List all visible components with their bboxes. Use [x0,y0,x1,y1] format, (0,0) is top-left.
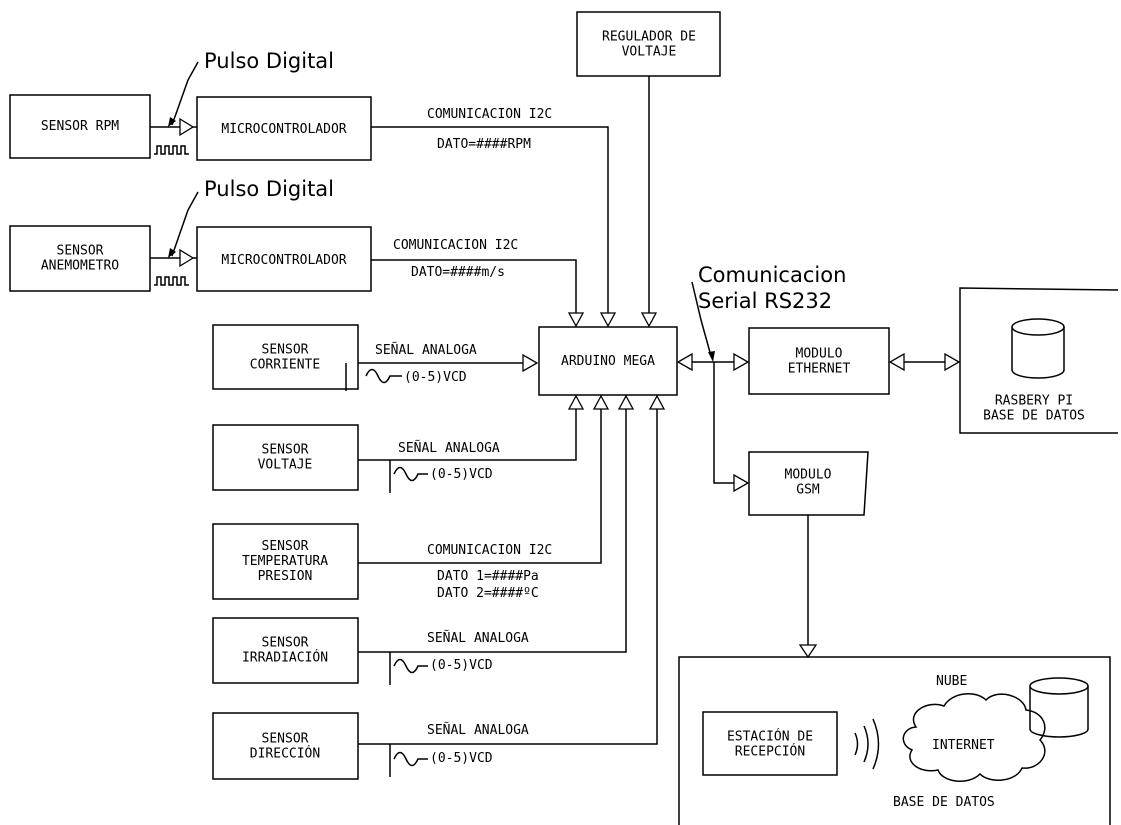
serial-comm-label-2: Serial RS232 [698,289,832,313]
label-line: SENSOR [262,732,309,747]
i2c-label-3: COMUNICACION I2C [427,543,552,558]
internet-label: INTERNET [932,738,995,753]
data-label-temperature: DATO 2=####ºC [437,586,539,601]
pulse-pointer-1 [168,117,176,127]
ethernet-module-box [748,327,890,395]
data-label-wind: DATO=####m/s [411,265,505,280]
pulse-wave-icon [154,145,189,155]
analog-signal-icon [389,460,428,493]
label-line: VOLTAJE [258,458,313,473]
sensor-current-box [212,324,359,390]
microcontroller-2-box [196,226,372,292]
sensor-direction-box [212,712,359,780]
sensor-rpm-label: SENSOR RPM [41,119,119,134]
label-line: SENSOR [262,443,309,458]
label-line: SENSOR [262,539,309,554]
label-line: SENSOR [57,244,104,259]
label-line: MICROCONTROLADOR [221,122,346,137]
analog-signal-icon [345,363,402,391]
vcd-label-3: (0-5)VCD [430,658,493,673]
label-line: IRRADIACIÓN [242,650,328,666]
microcontroller-1-label: MICROCONTROLADOR [221,122,346,137]
data-label-pressure: DATO 1=####Pa [437,569,539,584]
label-line: MICROCONTROLADOR [221,253,346,268]
label-line: SENSOR [262,636,309,651]
cloud-database-icon [1029,677,1089,738]
label-line: ESTACIÓN DE [727,729,813,745]
sensor-voltage-box [212,424,359,491]
pulse-digital-label-2: Pulso Digital [204,177,334,201]
serial-pointer [708,351,715,362]
microcontroller-1-box [196,96,372,161]
raspberry-database-icon [1011,318,1065,379]
label-line: DIRECCIÓN [250,746,320,762]
cloud-database-label: BASE DE DATOS [893,795,995,810]
vcd-label-1: (0-5)VCD [404,370,467,385]
pulse-digital-label-1: Pulso Digital [204,49,334,73]
vcd-label-2: (0-5)VCD [430,467,493,482]
internet-cloud-icon [902,693,1046,782]
label-line: PRESION [258,569,313,584]
label-line: RASBERY PI [995,394,1073,409]
label-line: RECEPCIÓN [735,744,805,760]
data-label-rpm: DATO=####RPM [437,137,531,152]
label-line: MODULO [796,347,843,362]
label-line: MODULO [785,468,832,483]
reception-station-box [702,711,838,776]
serial-comm-label-1: Comunicacion [698,263,846,287]
pulse-wave-icon [154,276,189,286]
label-line: BASE DE DATOS [983,409,1085,424]
microcontroller-2-label: MICROCONTROLADOR [221,253,346,268]
analog-label-2: SEÑAL ANALOGA [398,440,500,456]
analog-label-4: SEÑAL ANALOGA [427,722,529,738]
i2c-label-2: COMUNICACION I2C [393,238,518,253]
vcd-label-4: (0-5)VCD [430,751,493,766]
label-line: SENSOR [262,343,309,358]
arrowheads [179,117,961,659]
sensor-anemometer-box [9,225,151,292]
pulse-pointer-2 [168,248,176,258]
sensor-irradiation-box [212,617,359,684]
gsm-module-box [748,451,869,516]
label-line: CORRIENTE [250,358,320,373]
analog-label-3: SEÑAL ANALOGA [427,630,529,646]
label-line: TEMPERATURA [242,554,328,569]
connection-wires [150,61,945,745]
arduino-mega-label: ARDUINO MEGA [561,354,655,369]
label-line: SENSOR RPM [41,119,119,134]
analog-label-1: SEÑAL ANALOGA [375,342,477,358]
wireless-signal-icon [854,718,880,770]
label-line: ANEMOMETRO [41,259,119,274]
cloud-container [678,656,1111,825]
label-line: ARDUINO MEGA [561,354,655,369]
label-line: REGULADOR DE [602,30,696,45]
cloud-label: NUBE [936,674,967,689]
analog-signal-icon [389,744,428,777]
sensor-temperature-box [212,523,359,600]
arduino-mega-box [538,326,678,396]
analog-signal-icon [389,652,428,685]
raspberry-pi-container [959,287,1119,434]
label-line: VOLTAJE [622,45,677,60]
label-line: GSM [796,483,820,498]
sensor-rpm-box [9,94,151,159]
voltage-regulator-box [576,11,721,77]
label-line: ETHERNET [788,362,851,377]
i2c-label-1: COMUNICACION I2C [427,107,552,122]
